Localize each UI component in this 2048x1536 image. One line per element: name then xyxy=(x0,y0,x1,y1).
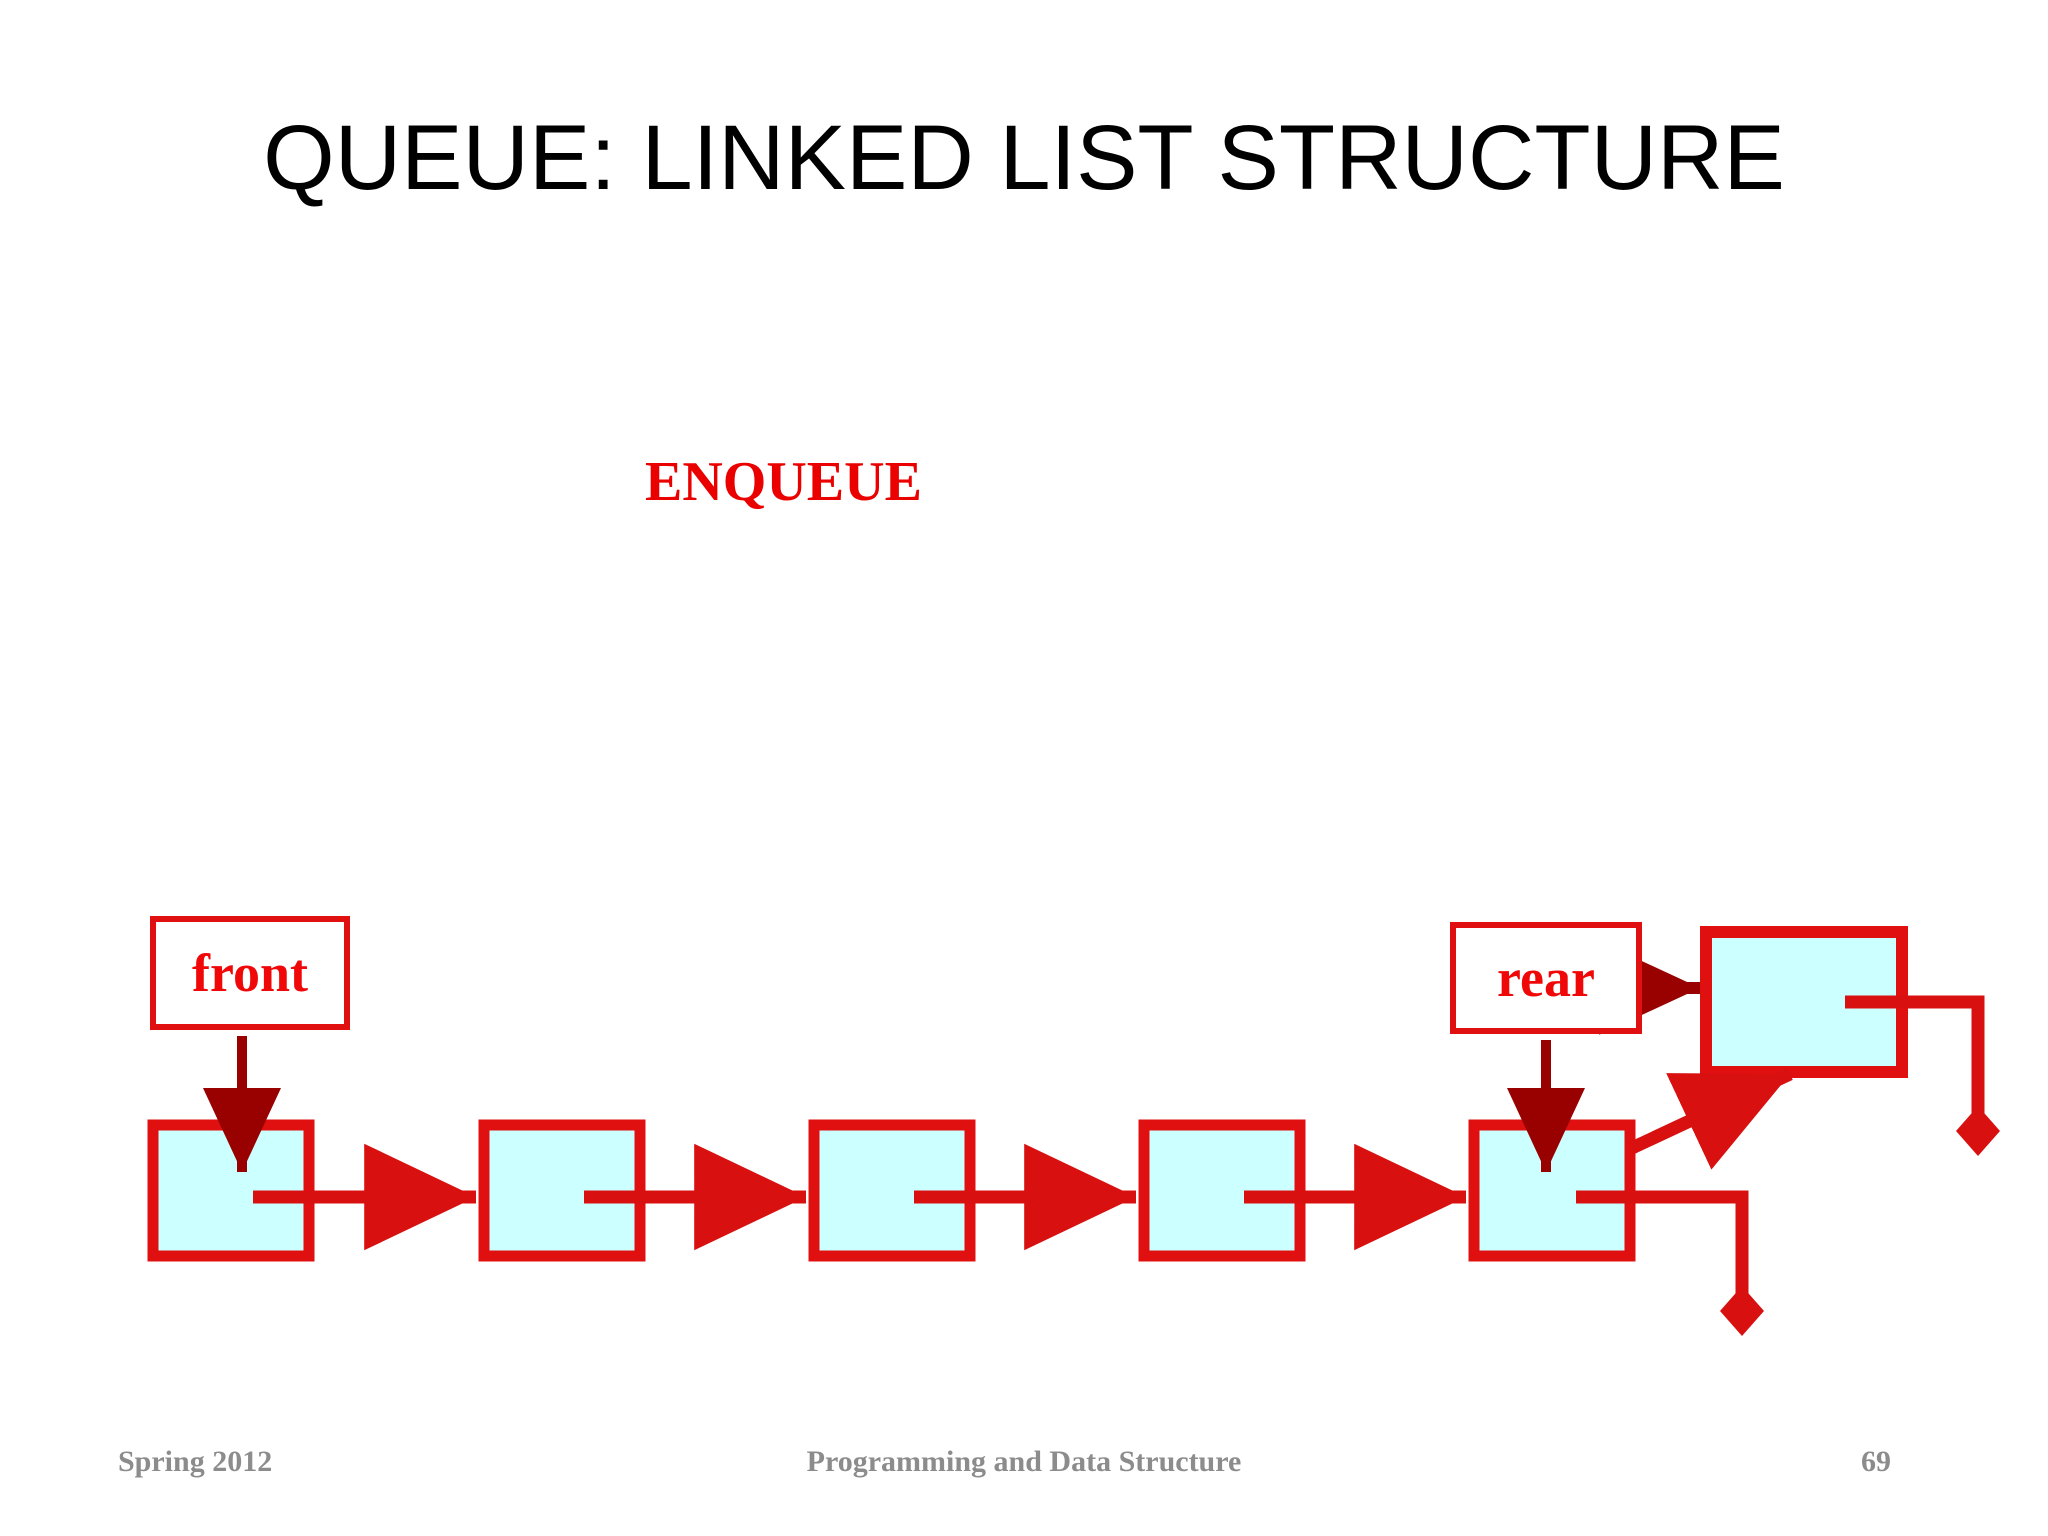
operation-label-enqueue: ENQUEUE xyxy=(645,451,922,513)
footer-course-title: Programming and Data Structure xyxy=(806,1445,1242,1478)
page-title: QUEUE: LINKED LIST STRUCTURE xyxy=(263,107,1785,209)
front-pointer-box: front xyxy=(150,916,350,1030)
front-pointer-label: front xyxy=(192,943,308,1003)
null-link-new-node xyxy=(1845,995,2000,1156)
footer-semester: Spring 2012 xyxy=(118,1445,273,1478)
null-diamond-node6 xyxy=(1720,1286,1764,1336)
footer-page-number: 69 xyxy=(1861,1445,1891,1478)
null-diamond-new-node xyxy=(1956,1106,2000,1156)
null-link-node6 xyxy=(1576,1190,1764,1336)
diagonal-link-node6-to-new-node xyxy=(1629,1068,1793,1170)
rear-pointer-label: rear xyxy=(1497,948,1595,1008)
rear-pointer-box: rear xyxy=(1450,922,1642,1034)
